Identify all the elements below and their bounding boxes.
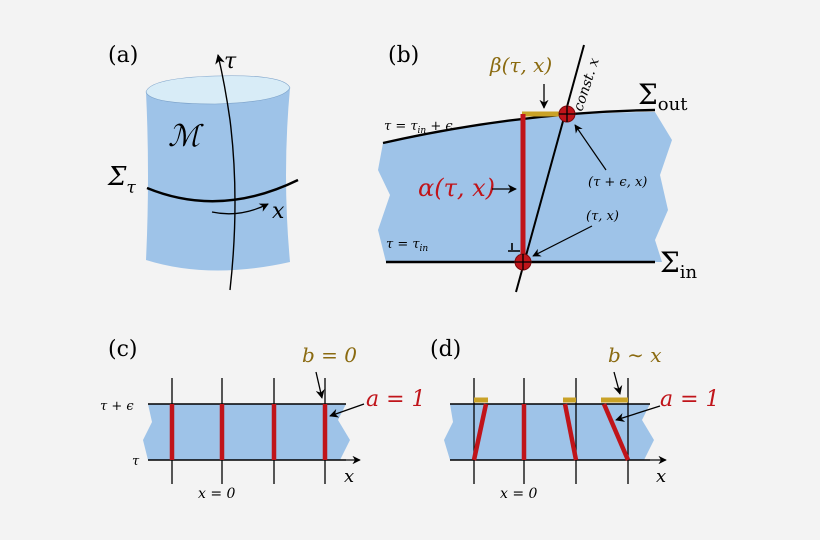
a-equals-one-label-d: a = 1 (660, 387, 720, 412)
sigma-tau-label: Στ (107, 162, 136, 198)
tau-axis-label: τ (224, 49, 237, 74)
beta-label: β(τ, x) (489, 53, 552, 77)
panel-b-label: (b) (388, 43, 419, 68)
panel-d-label: (d) (430, 337, 461, 362)
b-equals-zero-label: b = 0 (302, 343, 357, 367)
const-x-label: const. x (571, 56, 603, 113)
lapse-bar-d (471, 403, 489, 461)
point-bottom-label: (τ, x) (586, 209, 619, 224)
tau-label-c: τ (132, 454, 140, 469)
sigma-out-label: Σout (638, 78, 688, 115)
x-direction-arrow (211, 203, 269, 215)
b-arrow-d (613, 371, 623, 395)
panel-c: (c) x τ + ϵ τ x = 0 b = 0 a = 1 (100, 337, 426, 502)
a-arrow-d (615, 405, 661, 422)
tau-eps-label: τ + ϵ (100, 399, 134, 414)
manifold-top-cap (145, 75, 291, 105)
right-angle-mark (508, 243, 520, 252)
sigma-in-label: Σin (660, 246, 698, 283)
lapse-bar-d (562, 403, 579, 461)
point-bottom-arrow (532, 225, 593, 257)
panel-c-label: (c) (108, 337, 138, 362)
panel-b: (b) const. x β(τ, x) Σout Σin τ = τin + … (378, 43, 698, 293)
manifold-label: ℳ (168, 119, 204, 154)
x-zero-label-d: x = 0 (500, 486, 538, 502)
tau-bottom-label: τ = τin (386, 237, 428, 254)
alpha-label: α(τ, x) (418, 174, 495, 202)
panel-a-label: (a) (108, 43, 138, 68)
point-top-arrow (574, 124, 607, 171)
sigma-out-curve (382, 108, 656, 145)
b-arrow-c (315, 371, 325, 399)
x-label-a: x (272, 199, 285, 224)
b-sim-x-label: b ∼ x (608, 343, 662, 367)
slab-c (143, 404, 350, 460)
x-axis-label-c: x (344, 466, 354, 487)
tau-axis (215, 54, 236, 291)
lapse-bar-d (601, 403, 631, 461)
tau-top-label: τ = τin + ϵ (384, 119, 453, 136)
panel-a: (a) τ ℳ Στ x (107, 43, 299, 291)
a-arrow-c (329, 403, 365, 418)
a-equals-one-label-c: a = 1 (366, 387, 426, 412)
slab-d (444, 404, 654, 460)
const-x-line (515, 44, 585, 293)
panel-d: (d) x x = 0 b ∼ x a = 1 (430, 337, 720, 502)
sigma-tau-slice (146, 178, 299, 203)
manifold-body (146, 88, 290, 271)
x-axis-label-d: x (656, 466, 666, 487)
x-zero-label-c: x = 0 (198, 486, 236, 502)
point-top-label: (τ + ϵ, x) (588, 175, 647, 190)
